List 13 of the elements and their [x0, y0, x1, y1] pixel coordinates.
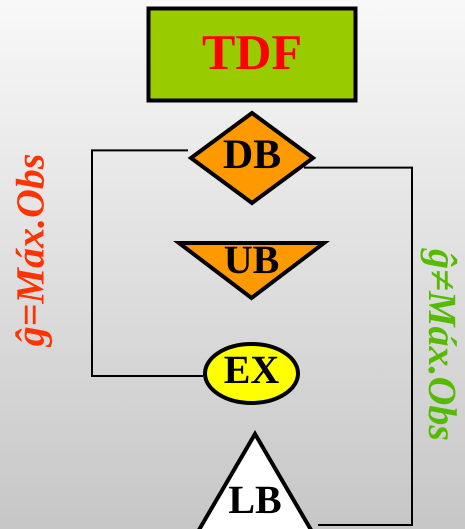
bracket-line [91, 149, 203, 378]
node-label: TDF [202, 27, 302, 77]
inverted-triangle [175, 240, 328, 302]
ellipse-node [203, 342, 300, 405]
bracket-line [304, 166, 413, 526]
node-label: UB [224, 240, 280, 280]
process-box [147, 7, 357, 102]
edge-label: ĝ≠Máx.Obs [422, 249, 462, 441]
node-label: DB [222, 134, 282, 176]
node-label: EX [224, 350, 280, 390]
decision-diamond [187, 110, 317, 206]
node-label: LB [228, 480, 282, 520]
edge-label: ĝ=Máx.Obs [10, 154, 50, 346]
